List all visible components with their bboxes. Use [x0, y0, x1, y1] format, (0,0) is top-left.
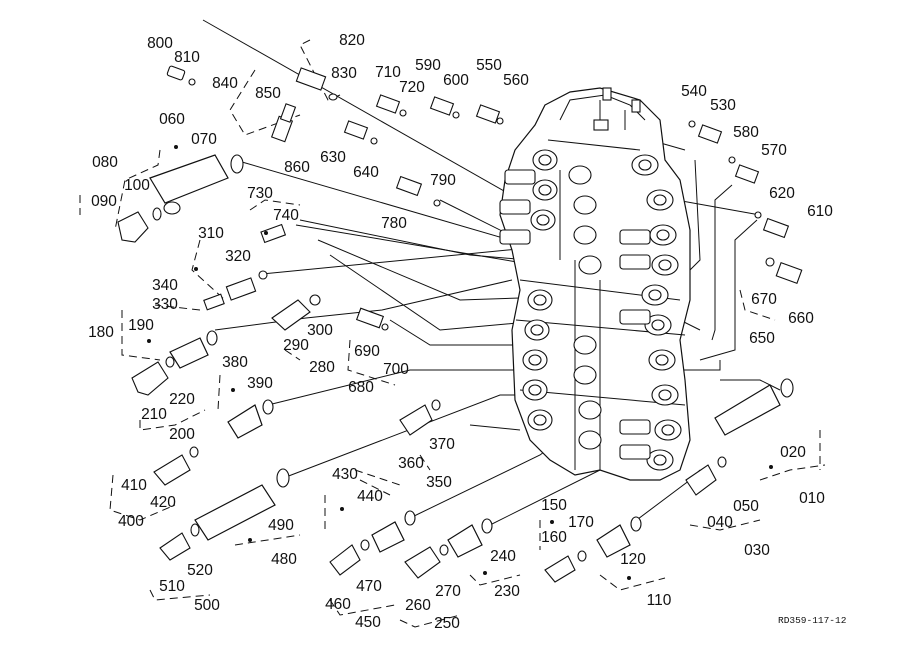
part-label-040: 040 — [707, 514, 733, 531]
reference-dots — [147, 145, 773, 580]
part-label-080: 080 — [92, 154, 118, 171]
part-label-630: 630 — [320, 149, 346, 166]
fittings — [117, 65, 803, 583]
part-label-450: 450 — [355, 614, 381, 631]
part-label-280: 280 — [309, 359, 335, 376]
part-label-420: 420 — [150, 494, 176, 511]
part-label-740: 740 — [273, 207, 299, 224]
part-label-320: 320 — [225, 248, 251, 265]
part-label-160: 160 — [541, 529, 567, 546]
part-label-580: 580 — [733, 124, 759, 141]
part-label-480: 480 — [271, 551, 297, 568]
part-label-020: 020 — [780, 444, 806, 461]
part-label-010: 010 — [799, 490, 825, 507]
part-label-060: 060 — [159, 111, 185, 128]
part-label-230: 230 — [494, 583, 520, 600]
part-label-390: 390 — [247, 375, 273, 392]
part-label-460: 460 — [325, 596, 351, 613]
part-label-220: 220 — [169, 391, 195, 408]
part-label-070: 070 — [191, 131, 217, 148]
part-label-710: 710 — [375, 64, 401, 81]
part-label-700: 700 — [383, 361, 409, 378]
part-label-810: 810 — [174, 49, 200, 66]
part-label-800: 800 — [147, 35, 173, 52]
part-label-610: 610 — [807, 203, 833, 220]
part-label-780: 780 — [381, 215, 407, 232]
part-label-520: 520 — [187, 562, 213, 579]
part-label-640: 640 — [353, 164, 379, 181]
part-label-410: 410 — [121, 477, 147, 494]
part-label-570: 570 — [761, 142, 787, 159]
part-label-170: 170 — [568, 514, 594, 531]
part-label-560: 560 — [503, 72, 529, 89]
part-label-650: 650 — [749, 330, 775, 347]
part-label-830: 830 — [331, 65, 357, 82]
part-label-500: 500 — [194, 597, 220, 614]
part-label-860: 860 — [284, 159, 310, 176]
part-label-240: 240 — [490, 548, 516, 565]
part-label-660: 660 — [788, 310, 814, 327]
part-label-790: 790 — [430, 172, 456, 189]
part-label-270: 270 — [435, 583, 461, 600]
part-label-380: 380 — [222, 354, 248, 371]
part-label-360: 360 — [398, 455, 424, 472]
part-label-540: 540 — [681, 83, 707, 100]
part-label-330: 330 — [152, 296, 178, 313]
drawing-reference-code: RD359-117-12 — [778, 615, 847, 626]
part-label-180: 180 — [88, 324, 114, 341]
part-label-210: 210 — [141, 406, 167, 423]
part-label-440: 440 — [357, 488, 383, 505]
part-label-090: 090 — [91, 193, 117, 210]
part-label-690: 690 — [354, 343, 380, 360]
part-label-350: 350 — [426, 474, 452, 491]
part-label-190: 190 — [128, 317, 154, 334]
part-label-680: 680 — [348, 379, 374, 396]
part-label-490: 490 — [268, 517, 294, 534]
part-label-310: 310 — [198, 225, 224, 242]
part-label-200: 200 — [169, 426, 195, 443]
part-label-100: 100 — [124, 177, 150, 194]
part-label-720: 720 — [399, 79, 425, 96]
part-label-030: 030 — [744, 542, 770, 559]
part-label-670: 670 — [751, 291, 777, 308]
part-label-400: 400 — [118, 513, 144, 530]
part-label-620: 620 — [769, 185, 795, 202]
part-label-730: 730 — [247, 185, 273, 202]
part-label-120: 120 — [620, 551, 646, 568]
part-label-300: 300 — [307, 322, 333, 339]
part-label-470: 470 — [356, 578, 382, 595]
control-valve-block — [499, 87, 691, 481]
part-label-510: 510 — [159, 578, 185, 595]
part-label-260: 260 — [405, 597, 431, 614]
part-label-550: 550 — [476, 57, 502, 74]
part-label-820: 820 — [339, 32, 365, 49]
part-label-340: 340 — [152, 277, 178, 294]
part-label-370: 370 — [429, 436, 455, 453]
part-label-150: 150 — [541, 497, 567, 514]
part-label-590: 590 — [415, 57, 441, 74]
part-label-290: 290 — [283, 337, 309, 354]
part-label-050: 050 — [733, 498, 759, 515]
part-label-850: 850 — [255, 85, 281, 102]
part-label-250: 250 — [434, 615, 460, 632]
part-label-840: 840 — [212, 75, 238, 92]
part-label-110: 110 — [647, 592, 672, 609]
part-label-530: 530 — [710, 97, 736, 114]
part-label-430: 430 — [332, 466, 358, 483]
part-label-600: 600 — [443, 72, 469, 89]
